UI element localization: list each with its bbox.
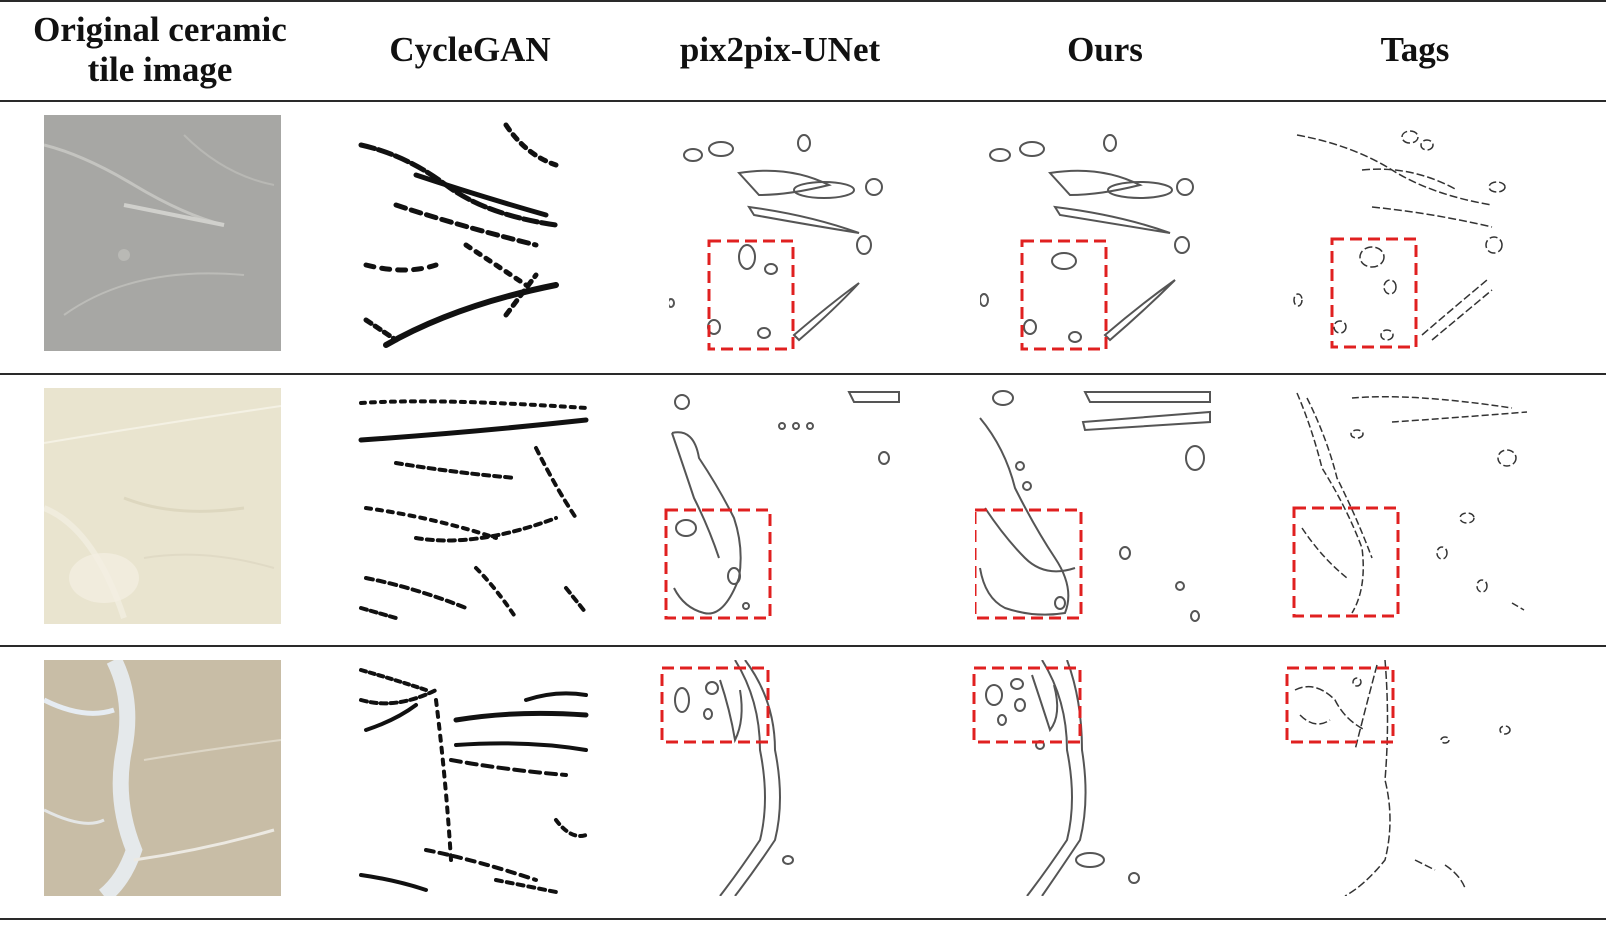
header-tags-label: Tags [1380,30,1450,69]
header-tags: Tags [1290,0,1540,100]
header-rule [0,100,1606,102]
header-original-label: Original ceramic tile image [33,10,287,89]
header-cyclegan-label: CycleGAN [389,30,551,69]
row2-tags-output [1292,388,1529,624]
row3-tags-output [1285,660,1522,896]
row3-cyclegan-map [356,660,593,896]
row2-pix2pix-output [664,388,901,624]
row1-tags-map [1292,115,1529,351]
row3-original-tile [44,660,281,896]
row-divider-2 [0,645,1606,647]
header-ours-label: Ours [1067,30,1143,69]
row3-ours-map [972,660,1209,896]
row1-tags-output [1292,115,1529,351]
row3-cyclegan-output [356,660,593,896]
header-pix2pix: pix2pix-UNet [640,0,920,100]
row1-tile-image [44,115,281,351]
row3-tags-map [1285,660,1522,896]
row3-pix2pix-output [660,660,897,896]
row2-ours-output [975,388,1212,624]
row1-ours-map [980,115,1217,351]
row1-ours-output [980,115,1217,351]
row2-tags-highlight-box [1292,506,1400,618]
row2-pix2pix-map [664,388,901,624]
row1-ours-highlight-box [1020,239,1108,351]
row2-tile-image [44,388,281,624]
top-rule [0,0,1606,2]
header-pix2pix-label: pix2pix-UNet [679,30,881,69]
row2-tags-map [1292,388,1529,624]
header-cyclegan: CycleGAN [340,0,600,100]
row-divider-1 [0,373,1606,375]
header-original: Original ceramic tile image [0,0,320,100]
row1-pix2pix-highlight-box [707,239,795,351]
row3-tile-image [44,660,281,896]
row2-cyclegan-map [356,388,593,624]
row1-pix2pix-map [669,115,906,351]
row3-ours-output [972,660,1209,896]
row3-pix2pix-map [660,660,897,896]
bottom-rule [0,918,1606,920]
row1-cyclegan-map [356,115,593,351]
row2-cyclegan-output [356,388,593,624]
row1-pix2pix-output [669,115,906,351]
row2-pix2pix-highlight-box [664,508,772,620]
row1-cyclegan-output [356,115,593,351]
row1-tags-highlight-box [1330,237,1418,349]
row2-ours-map [975,388,1212,624]
row1-original-tile [44,115,281,351]
header-ours: Ours [980,0,1230,100]
row2-original-tile [44,388,281,624]
